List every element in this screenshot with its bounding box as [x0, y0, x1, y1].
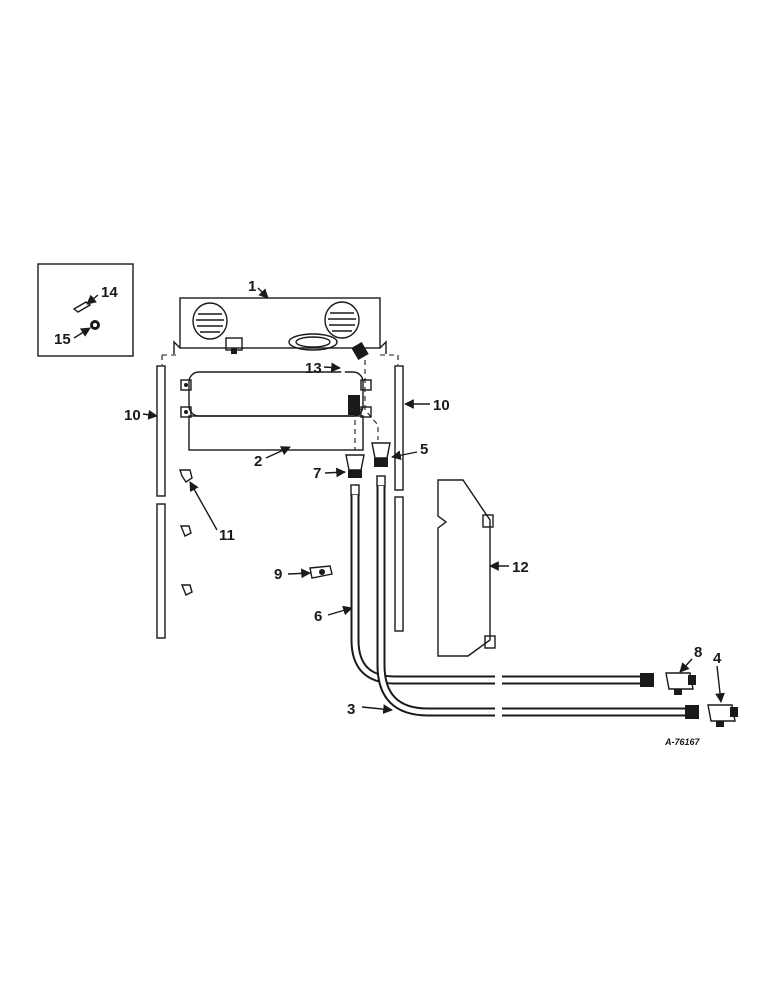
leader-4	[715, 665, 725, 703]
heater-housing	[173, 297, 387, 354]
callout-9: 9	[274, 566, 282, 583]
leader-lines	[73, 287, 725, 714]
callout-6: 6	[314, 608, 322, 625]
nut-part	[90, 320, 100, 330]
rod-left	[156, 365, 166, 639]
leader-13	[323, 362, 341, 373]
inset-box	[37, 263, 134, 357]
hose-elbow	[338, 341, 369, 403]
leader-1	[257, 287, 269, 299]
callout-7: 7	[313, 465, 321, 482]
callout-10-left: 10	[124, 407, 141, 424]
vent-left	[192, 302, 228, 340]
callout-1: 1	[248, 278, 256, 295]
leader-8	[679, 658, 693, 673]
callout-13: 13	[305, 360, 322, 377]
clamp	[309, 565, 333, 579]
callout-15: 15	[54, 331, 71, 348]
callout-12: 12	[512, 559, 529, 576]
clips	[179, 469, 193, 596]
pin-part	[72, 301, 92, 313]
callout-8: 8	[694, 644, 702, 661]
heater-core	[180, 371, 372, 451]
leader-7	[324, 467, 346, 478]
hose-3	[376, 486, 699, 719]
valve-7	[345, 454, 365, 496]
callout-5: 5	[420, 441, 428, 458]
switch-knob	[225, 337, 243, 354]
deflector-shield	[437, 479, 496, 657]
leader-11	[189, 481, 218, 531]
callout-11: 11	[219, 527, 235, 544]
callout-3: 3	[347, 701, 355, 718]
leader-5	[391, 450, 418, 461]
rod-right	[394, 365, 404, 632]
fan-grille	[288, 333, 338, 351]
valve-8	[665, 672, 696, 695]
callout-2: 2	[254, 453, 262, 470]
leader-15	[73, 327, 91, 339]
callout-14: 14	[101, 284, 118, 301]
dashed-guides	[161, 354, 399, 450]
leader-6	[327, 605, 353, 616]
callout-10-right: 10	[433, 397, 450, 414]
reference-number: A-76167	[664, 737, 701, 747]
callout-4: 4	[713, 650, 722, 667]
hose-6	[350, 495, 654, 687]
leader-9	[287, 568, 311, 579]
valve-4	[707, 704, 738, 727]
leader-3	[361, 704, 393, 714]
leader-10-left	[142, 409, 158, 420]
vent-right	[324, 301, 360, 339]
leader-14	[86, 294, 99, 305]
fitting-5	[371, 442, 391, 487]
leader-2	[265, 446, 291, 459]
